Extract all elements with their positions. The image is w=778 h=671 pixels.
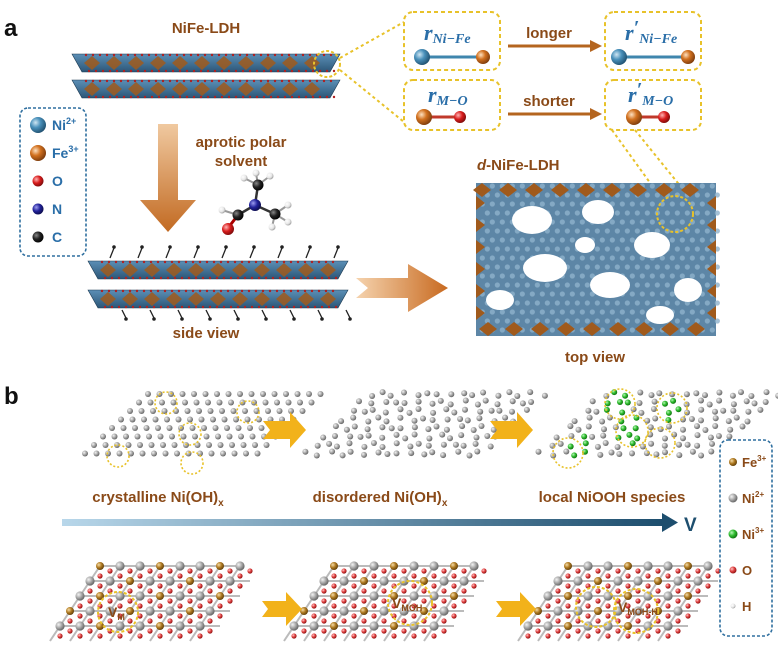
bond-m-o-after xyxy=(626,109,670,125)
vacancy-moh-h-circle-2 xyxy=(613,588,659,634)
right-arrow xyxy=(356,264,448,312)
legend-b-box xyxy=(719,439,773,637)
legend-b-label-3: O xyxy=(742,563,752,578)
vacancy-moh-h-circle-1 xyxy=(575,586,617,628)
arrow-stage-1-2 xyxy=(263,412,306,448)
bond-ni-fe-after xyxy=(611,49,695,65)
shorter-label: shorter xyxy=(523,93,575,110)
legend-a-box xyxy=(19,107,87,257)
legend-b-swatch-0 xyxy=(729,458,737,466)
legend-a-label-n: N xyxy=(52,201,62,217)
legend-a-swatch-c xyxy=(32,231,44,243)
bond-m-o-before xyxy=(416,109,466,125)
vacancy-moh-label: VMOH xyxy=(392,595,422,613)
pristine-ldh-layers xyxy=(71,53,341,99)
side-view-label: side view xyxy=(173,325,240,342)
panel-a-label: a xyxy=(4,15,18,42)
r-ni-fe-label: rNi−Fe xyxy=(424,20,471,47)
legend-a-label-c: C xyxy=(52,229,62,245)
shorter-arrow xyxy=(508,108,602,120)
box-ni-fe-after xyxy=(604,11,702,71)
stage-disordered-label: disordered Ni(OH)x xyxy=(313,489,448,509)
legend-a-swatch-n xyxy=(32,203,44,215)
voltage-bar xyxy=(62,513,678,532)
box-m-o-after xyxy=(604,79,702,131)
zoom-line-lower xyxy=(339,69,405,123)
r-m-o-label: rM−O xyxy=(428,82,468,109)
legend-a-swatch-ni xyxy=(30,117,46,133)
stage-niooh-label: local NiOOH species xyxy=(539,489,686,506)
legend-a-label-o: O xyxy=(52,173,63,189)
legend-a-label-fe: Fe3+ xyxy=(52,144,79,161)
box-m-o-before xyxy=(403,79,501,131)
zoom-line-upper xyxy=(339,21,405,59)
voltage-label: V xyxy=(684,515,697,536)
arrow-stage-2-3 xyxy=(490,412,533,448)
longer-label: longer xyxy=(526,25,572,42)
panel-b-label: b xyxy=(4,383,19,410)
box-ni-fe-before xyxy=(403,11,501,71)
legend-a-swatch-o xyxy=(32,175,44,187)
legend-a-swatch-fe xyxy=(30,145,46,161)
legend-b-label-2: Ni3+ xyxy=(742,526,764,542)
bond-ni-fe-before xyxy=(414,49,490,65)
legend-b-swatch-1 xyxy=(728,493,738,503)
legend-b-label-4: H xyxy=(742,599,751,614)
solvent-text-line2: solvent xyxy=(215,153,268,170)
vacancy-moh-h-label: VMOH-H xyxy=(618,599,658,617)
zoom-line-topview-left xyxy=(611,129,662,199)
stage-crystalline-label: crystalline Ni(OH)x xyxy=(92,489,224,509)
top-view-sheet xyxy=(473,183,720,336)
arrow-bottom-2-3 xyxy=(496,592,536,626)
legend-b-label-1: Ni2+ xyxy=(742,490,764,506)
legend-b-swatch-3 xyxy=(729,566,737,574)
d-ldh-title: d-NiFe-LDH xyxy=(477,157,560,174)
ldh-title: NiFe-LDH xyxy=(172,20,240,37)
legend-b-label-0: Fe3+ xyxy=(742,454,767,470)
arrow-bottom-1-2 xyxy=(262,592,302,626)
r-prime-ni-fe-label: r′Ni−Fe xyxy=(625,17,677,47)
down-arrow xyxy=(140,124,196,232)
lattice-bottom-row xyxy=(49,561,721,642)
legend-a-label-ni: Ni2+ xyxy=(52,116,76,133)
legend-b-swatch-4 xyxy=(730,603,736,609)
lattice-top-row xyxy=(82,388,778,475)
vacancy-m-circle xyxy=(97,591,139,633)
solvent-text-line1: aprotic polar xyxy=(196,134,287,151)
exfoliated-ldh-layers xyxy=(87,245,352,321)
vacancy-m-label: VM xyxy=(108,604,125,622)
dmf-molecule xyxy=(218,169,292,235)
vacancy-moh-circle xyxy=(387,580,433,626)
legend-b-swatch-2 xyxy=(728,529,738,539)
zoom-circle-topview xyxy=(656,195,694,233)
longer-arrow xyxy=(508,40,602,52)
zoom-circle-ldh xyxy=(313,50,341,78)
r-prime-m-o-label: r′M−O xyxy=(628,79,673,109)
top-view-label: top view xyxy=(565,349,625,366)
